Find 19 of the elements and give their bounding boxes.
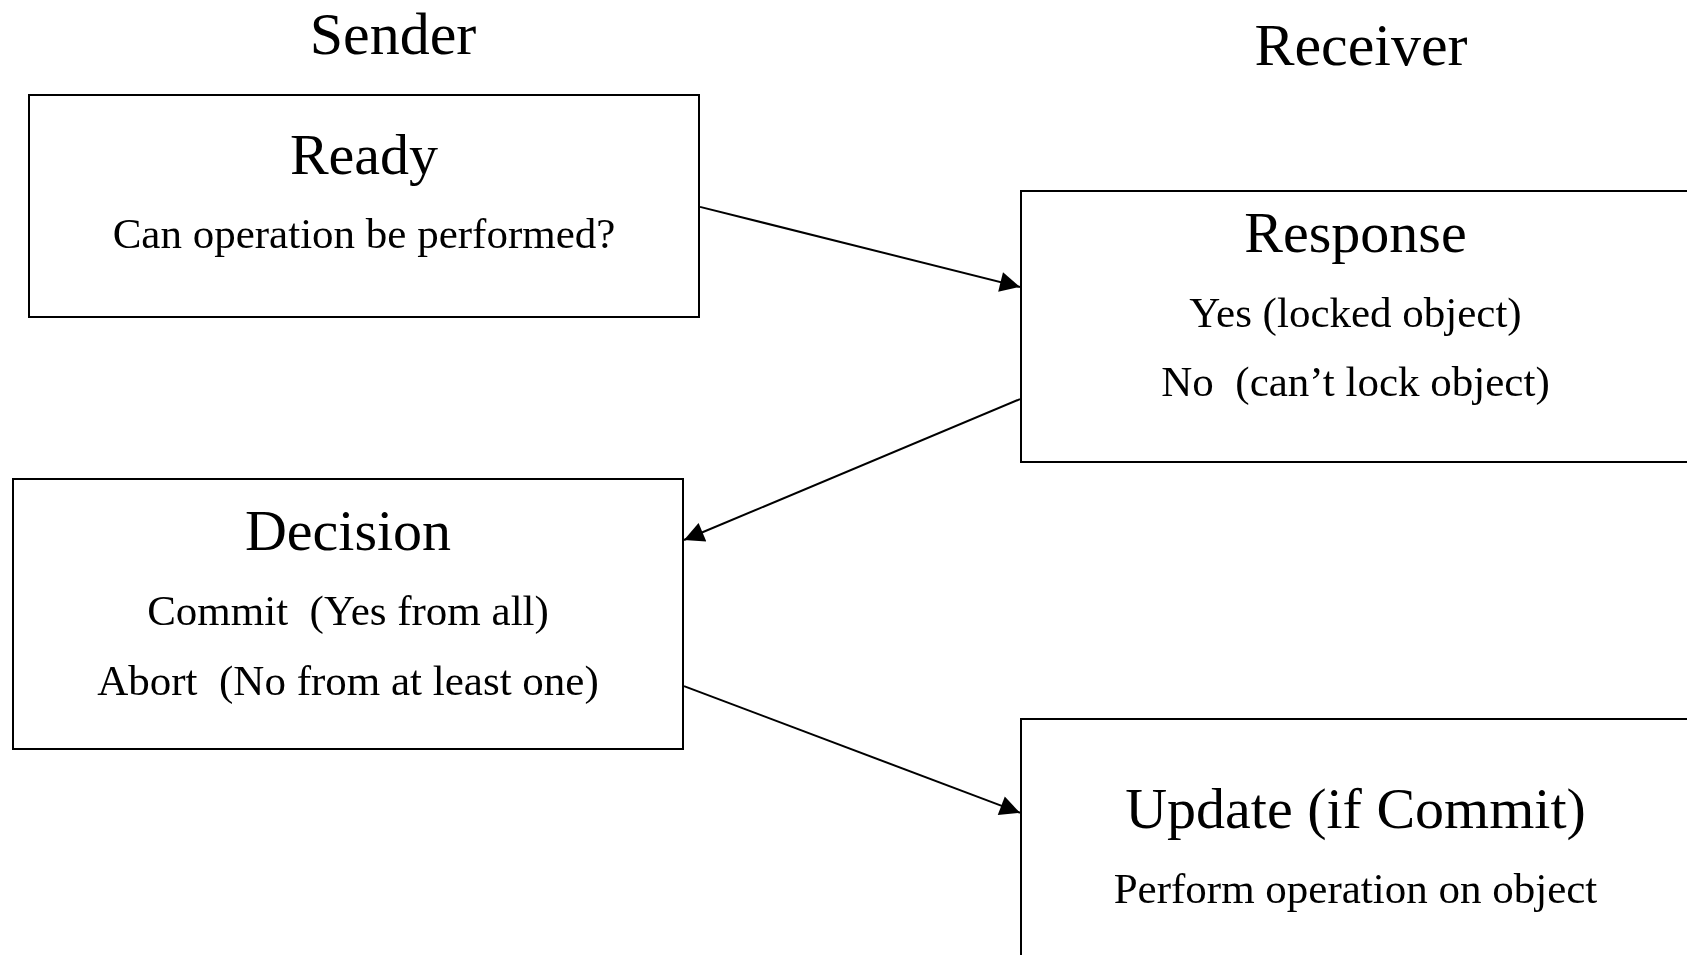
column-heading: Sender [309,4,477,64]
arrow [683,685,1021,816]
state-box [1020,190,1687,463]
state-title: Decision [243,502,453,560]
state-detail: Perform operation on object [1112,866,1599,910]
state-detail: Abort (No from at least one) [96,658,600,702]
state-box [1020,718,1687,955]
arrow [699,205,1021,292]
state-title: Update (if Commit) [1124,780,1587,838]
state-title: Ready [288,126,440,184]
arrow [683,398,1021,542]
column-heading: Receiver [1254,15,1468,75]
state-detail: Can operation be performed? [111,211,617,255]
state-detail: Yes (locked object) [1188,290,1523,334]
state-detail: Commit (Yes from all) [146,588,550,632]
state-box [28,94,700,318]
state-box [12,478,684,750]
state-title: Response [1243,204,1468,262]
state-detail: No (can’t lock object) [1160,359,1551,403]
